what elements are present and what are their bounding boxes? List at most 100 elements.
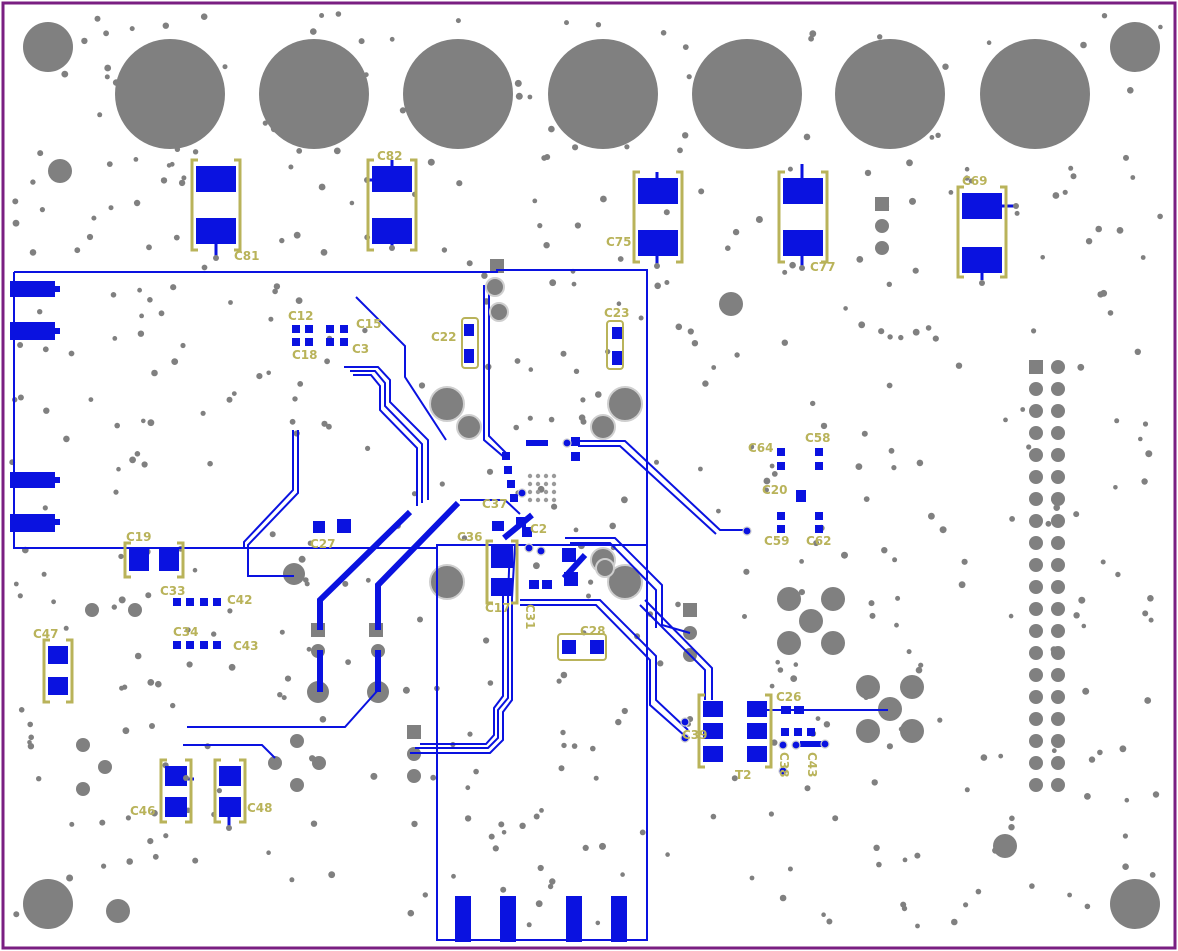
via-dot <box>147 838 154 845</box>
via-dot <box>328 871 336 879</box>
via-dot <box>158 310 165 317</box>
via-dot <box>37 150 44 157</box>
via-ring <box>820 739 830 749</box>
silk-outline <box>557 633 607 661</box>
smd-pad-small <box>504 466 512 474</box>
smd-pad <box>129 549 149 571</box>
via-dot <box>461 535 468 541</box>
via-dot <box>266 850 271 855</box>
via-dot <box>515 92 523 100</box>
via-dot <box>937 717 943 723</box>
header-pin <box>1029 690 1043 704</box>
via-dot <box>134 451 141 457</box>
test-hole <box>856 719 880 743</box>
header-pin <box>1029 668 1043 682</box>
silk-outline <box>366 158 418 252</box>
via-dot <box>1014 210 1020 216</box>
via-dot <box>1031 328 1037 334</box>
header-pin <box>1051 426 1065 440</box>
connector-hole <box>548 39 658 149</box>
header-pin <box>1029 778 1043 792</box>
smd-pad <box>638 178 678 204</box>
header-pin <box>1029 426 1043 440</box>
plated-hole <box>456 414 482 440</box>
via-dot <box>145 592 152 599</box>
test-hole <box>856 675 880 699</box>
smd-pad-small <box>340 338 348 346</box>
via-dot <box>734 352 740 358</box>
via-dot <box>192 857 199 864</box>
via-dot <box>365 445 371 451</box>
via-dot <box>141 418 146 424</box>
header-pin <box>1029 602 1043 616</box>
via-dot <box>326 423 332 430</box>
via-dot <box>51 599 56 605</box>
via-dot <box>599 842 606 850</box>
via-dot <box>580 418 587 425</box>
via-dot <box>743 568 750 575</box>
trace <box>483 285 506 459</box>
smd-pad <box>747 701 767 717</box>
via-dot <box>94 15 101 22</box>
smd-pad-small <box>173 641 181 649</box>
via-dot <box>654 282 661 290</box>
via-dot <box>769 683 775 689</box>
via-dot <box>595 22 602 28</box>
trace <box>644 599 713 700</box>
via-dot <box>881 547 888 554</box>
via-dot <box>42 505 48 511</box>
via-dot <box>1073 511 1080 518</box>
via-dot <box>486 468 494 475</box>
via-ring <box>778 740 788 750</box>
via-ring <box>680 717 690 727</box>
smd-pad <box>196 166 236 192</box>
silk-outline <box>606 320 624 370</box>
via-dot <box>789 261 796 269</box>
via-dot <box>295 297 303 304</box>
via <box>85 603 99 617</box>
trace <box>415 544 511 749</box>
via-dot <box>222 64 228 70</box>
connector-hole <box>835 39 945 149</box>
trace <box>187 689 379 728</box>
smd-pad <box>165 766 187 786</box>
via-dot <box>1081 623 1087 629</box>
header-pin <box>1029 756 1043 770</box>
via-dot <box>1009 516 1015 522</box>
via-dot <box>1070 173 1077 180</box>
label-c82: C82 <box>377 149 403 163</box>
mounting-hole <box>23 879 73 929</box>
via-dot <box>948 190 954 195</box>
label-c39: C39 <box>682 728 708 742</box>
via-dot <box>537 223 543 229</box>
via-large <box>283 563 305 585</box>
smd-pad <box>747 723 767 739</box>
smd-pad <box>783 178 823 204</box>
trace <box>247 430 299 577</box>
via-dot <box>170 284 177 291</box>
silk-outline <box>632 170 684 264</box>
via-dot <box>620 872 625 877</box>
via-dot <box>841 551 848 559</box>
smd-pad-small <box>612 351 622 365</box>
via-dot <box>1147 595 1154 602</box>
mounting-hole <box>23 22 73 72</box>
via-dot <box>63 435 70 443</box>
via-dot <box>147 679 155 686</box>
via-dot <box>855 463 863 470</box>
smd-pad <box>703 701 723 717</box>
via-dot <box>549 279 557 287</box>
via-dot <box>1114 418 1120 424</box>
via-dot <box>1149 872 1156 878</box>
label-t2: T2 <box>735 768 752 782</box>
via-dot <box>228 300 233 305</box>
via-dot <box>192 149 199 155</box>
header-pin <box>1051 712 1065 726</box>
via-dot <box>207 460 213 467</box>
via-dot <box>918 662 924 668</box>
via-dot <box>887 334 893 340</box>
via-field <box>9 11 1163 929</box>
via-dot <box>407 909 415 917</box>
header-pin <box>1051 778 1065 792</box>
